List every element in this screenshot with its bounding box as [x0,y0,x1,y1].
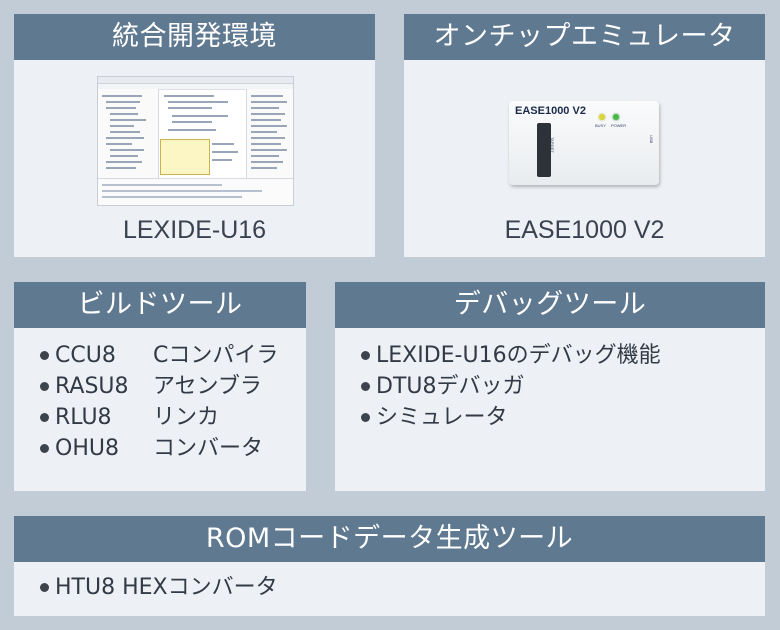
bullet-icon [361,351,370,360]
list-item: LEXIDE-U16のデバッグ機能 [361,340,661,371]
power-led-icon [613,114,619,120]
busy-led-icon [599,114,605,120]
device-port [537,123,551,177]
ide-caption: LEXIDE-U16 [122,216,267,244]
bullet-icon [361,382,370,391]
debug-tools-list: LEXIDE-U16のデバッグ機能 DTU8デバッガ シミュレータ [361,340,661,433]
list-item: シミュレータ [361,402,661,433]
rom-tools-title: ROMコードデータ生成ツール [14,516,765,562]
bullet-icon [40,583,49,592]
bullet-icon [40,444,49,453]
bullet-icon [40,413,49,422]
build-tools-title: ビルドツール [14,282,306,328]
bullet-icon [40,351,49,360]
usb-label: USB [649,135,654,144]
debug-tools-panel: デバッグツール LEXIDE-U16のデバッグ機能 DTU8デバッガ シミュレー… [335,282,765,491]
power-label: POWER [611,123,627,128]
rom-tools-panel: ROMコードデータ生成ツール HTU8 HEXコンバータ [14,516,765,616]
emulator-caption: EASE1000 V2 [504,216,665,244]
emulator-device-image: EASE1000 V2 TARGET BUSY POWER USB [509,101,659,185]
emulator-panel-title: オンチップエミュレータ [404,14,765,60]
ide-panel: 統合開発環境 LEXIDE-U16 [14,14,375,257]
debug-tools-title: デバッグツール [335,282,765,328]
device-port-label: TARGET [550,137,555,153]
bullet-icon [361,413,370,422]
busy-label: BUSY [595,123,606,128]
ide-panel-title: 統合開発環境 [14,14,375,60]
bullet-icon [40,382,49,391]
rom-tools-list: HTU8 HEXコンバータ [40,572,278,603]
list-item: DTU8デバッガ [361,371,661,402]
list-item: HTU8 HEXコンバータ [40,572,278,603]
device-label: EASE1000 V2 [515,105,586,117]
ide-screenshot-image [97,76,294,206]
